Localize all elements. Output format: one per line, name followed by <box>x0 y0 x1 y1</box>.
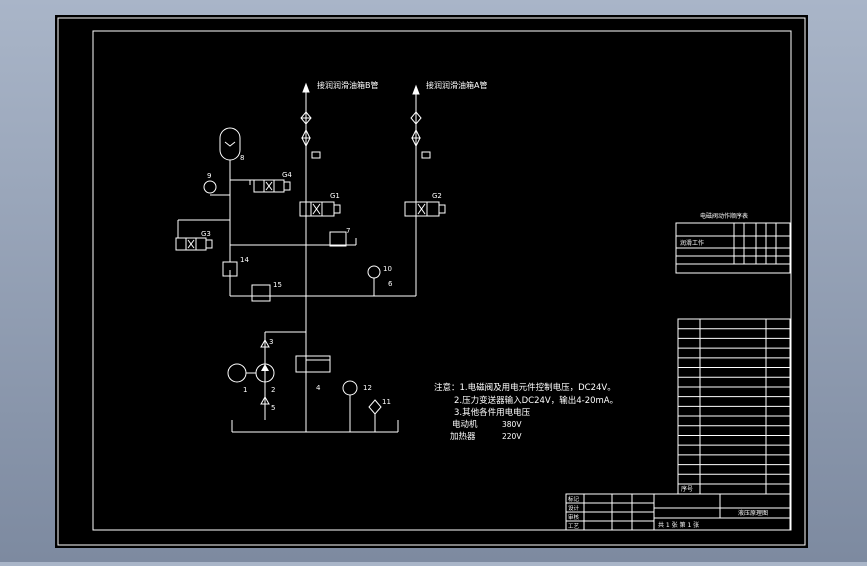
component-number: 10 <box>383 265 392 273</box>
component-number: 2 <box>271 386 275 394</box>
sheet-outer-border <box>57 17 806 546</box>
pressure-gauge-10 <box>367 265 381 279</box>
component-number: 14 <box>240 256 249 264</box>
note-line: 注意：1.电磁阀及用电元件控制电压，DC24V。 <box>434 382 616 393</box>
power-value: 220V <box>502 432 522 441</box>
valve-tag: G3 <box>201 230 211 238</box>
valve-tag: G4 <box>282 171 292 179</box>
component-number: 1 <box>243 386 247 394</box>
table-row-label: 润滑工作 <box>680 239 704 247</box>
component-number: 9 <box>207 172 211 180</box>
pressure-gauge-9 <box>203 180 217 194</box>
label-top-a: 接润润滑油箱A管 <box>426 80 487 90</box>
title-block-label: 工艺 <box>568 523 580 530</box>
power-value: 380V <box>502 420 522 429</box>
bom-header: 序号 <box>681 485 693 493</box>
level-gauge-11 <box>368 399 382 415</box>
component-number: 15 <box>273 281 282 289</box>
valve-tag: G1 <box>330 192 340 200</box>
component-number: 6 <box>388 280 393 288</box>
title-block-label: 设计 <box>568 504 580 512</box>
filter-5 <box>260 395 270 405</box>
power-name: 加热器 <box>450 431 476 442</box>
note-line: 2.压力变送器输入DC24V，输出4-20mA。 <box>454 395 618 406</box>
check-valve-3 <box>260 338 270 348</box>
label-top-b: 接润润滑油箱B管 <box>317 80 379 90</box>
drawing-sheet <box>55 15 808 548</box>
component-number: 7 <box>346 227 350 235</box>
sheet-inner-border <box>92 30 792 531</box>
valve-action-table <box>675 222 791 274</box>
bom-rows <box>678 328 790 475</box>
pump-arrow <box>261 364 269 371</box>
component-number: 3 <box>269 338 273 346</box>
solenoid-valve-g2[interactable] <box>404 201 446 217</box>
component-number: 4 <box>316 384 321 392</box>
relief-valve-4 <box>295 355 331 373</box>
note-line: 3.其他各件用电电压 <box>454 407 531 418</box>
title-block-label: 审核 <box>568 513 580 521</box>
thermometer-12 <box>342 380 358 396</box>
title-block-label: 标记 <box>568 495 580 503</box>
component-number: 11 <box>382 398 391 406</box>
solenoid-valve-g4[interactable] <box>253 179 291 193</box>
power-name: 电动机 <box>452 419 478 430</box>
valve-tag: G2 <box>432 192 442 200</box>
accumulator-8 <box>219 127 241 161</box>
solenoid-valve-g1[interactable] <box>299 201 341 217</box>
table-title: 电磁阀动作顺序表 <box>700 212 748 220</box>
sheet-info: 共 1 张 第 1 张 <box>658 521 699 529</box>
component-number: 5 <box>271 404 275 412</box>
component-number: 12 <box>363 384 372 392</box>
drawing-name: 液压原理图 <box>738 509 768 517</box>
line-fittings <box>300 111 431 159</box>
filter-14 <box>222 261 238 277</box>
title-block <box>565 493 791 531</box>
relief-valve-15 <box>251 284 271 302</box>
solenoid-valve-g3[interactable] <box>175 237 213 251</box>
component-number: 8 <box>240 154 244 162</box>
flow-arrows <box>302 82 420 95</box>
pressure-switch-7 <box>329 231 347 247</box>
